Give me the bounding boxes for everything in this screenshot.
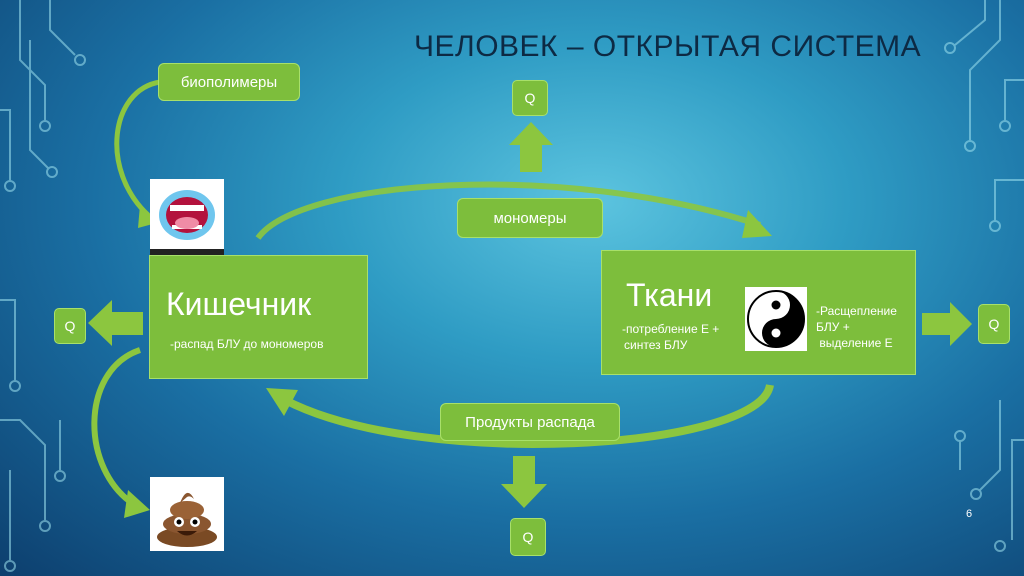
mouth-emoji-icon	[150, 179, 224, 255]
arrow-left-q	[88, 300, 143, 346]
biopolymers-curve-arrow	[114, 79, 161, 217]
arrow-right-q	[922, 302, 972, 346]
q-box-right: Q	[978, 304, 1010, 344]
excretion-curve-arrow	[91, 347, 142, 508]
page-number: 6	[966, 508, 973, 520]
biopolymers-label: биополимеры	[158, 63, 300, 101]
intestine-box: Кишечник -распад БЛУ до мономеров	[149, 255, 368, 379]
slide-title: ЧЕЛОВЕК – ОТКРЫТАЯ СИСТЕМА	[414, 30, 922, 63]
arrow-down-q	[501, 456, 547, 508]
q-box-left: Q	[54, 308, 86, 344]
tissues-right-3: выделение Е	[816, 336, 893, 350]
poop-emoji-icon	[150, 477, 224, 551]
tissues-title: Ткани	[626, 277, 713, 313]
excretion-arrowhead	[124, 490, 150, 518]
decay-curve-arrow	[283, 383, 774, 448]
intestine-desc: -распад БЛУ до мономеров	[170, 337, 324, 351]
tissues-box: Ткани -потребление Е + синтез БЛУ -Расще…	[601, 250, 916, 375]
yin-yang-icon	[745, 287, 807, 351]
tissues-desc-2: синтез БЛУ	[624, 338, 688, 352]
tissues-right-1: -Расщепление	[816, 304, 897, 318]
tissues-right-2: БЛУ +	[816, 320, 850, 334]
monomers-arrowhead	[742, 210, 772, 238]
q-box-bottom: Q	[510, 518, 546, 556]
q-box-top: Q	[512, 80, 548, 116]
monomers-curve-arrow	[255, 181, 761, 240]
tissues-desc-1: -потребление Е +	[622, 322, 720, 336]
arrow-up-q	[509, 122, 553, 172]
decay-products-label: Продукты распада	[440, 403, 620, 441]
intestine-title: Кишечник	[166, 286, 312, 322]
decay-arrowhead	[266, 388, 298, 416]
monomers-label: мономеры	[457, 198, 603, 238]
